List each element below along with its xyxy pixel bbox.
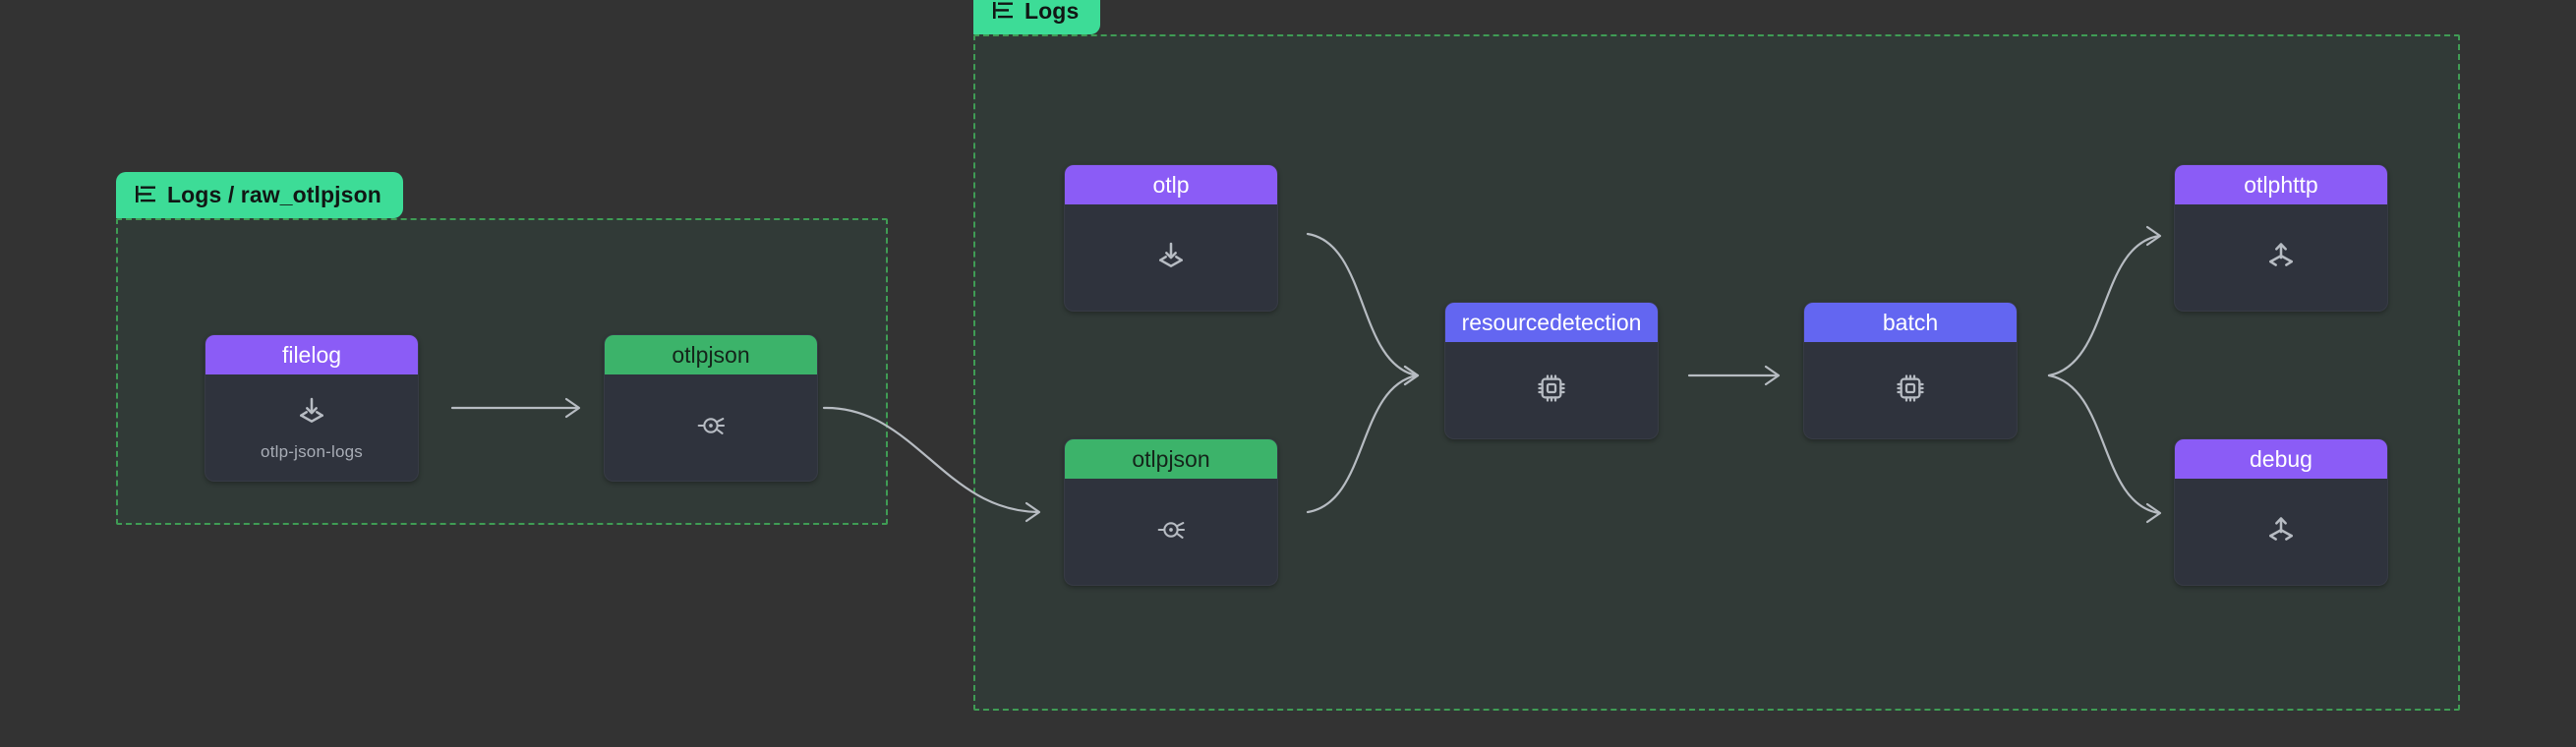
node-title: debug (2250, 445, 2313, 472)
group-badge-logs-raw-otlpjson[interactable]: Logs / raw_otlpjson (116, 172, 403, 218)
node-header: otlp (1065, 165, 1277, 204)
import-arrow-down-icon (296, 395, 327, 431)
node-subtitle: otlp-json-logs (261, 442, 363, 461)
group-badge-label: Logs / raw_otlpjson (167, 182, 381, 207)
logs-icon (136, 184, 155, 206)
node-otlp[interactable]: otlp (1064, 164, 1278, 312)
node-title: otlphttp (2244, 171, 2318, 198)
connector-plug-icon (1155, 514, 1187, 550)
cpu-chip-icon (1895, 373, 1926, 409)
import-arrow-down-icon (1155, 240, 1187, 276)
node-body (605, 374, 817, 481)
node-title: resourcedetection (1461, 309, 1642, 335)
logs-icon (993, 0, 1013, 23)
node-header: debug (2175, 439, 2387, 479)
node-header: otlpjson (1065, 439, 1277, 479)
export-arrow-up-icon (2265, 514, 2297, 550)
connector-plug-icon (695, 410, 727, 446)
node-body (1804, 342, 2017, 438)
node-otlpjson-right[interactable]: otlpjson (1064, 438, 1278, 586)
node-header: otlpjson (605, 335, 817, 374)
node-body (2175, 479, 2387, 585)
node-debug[interactable]: debug (2174, 438, 2388, 586)
node-body (1445, 342, 1658, 438)
export-arrow-up-icon (2265, 240, 2297, 276)
node-resourcedetection[interactable]: resourcedetection (1444, 302, 1659, 439)
node-header: filelog (205, 335, 418, 374)
node-header: otlphttp (2175, 165, 2387, 204)
node-title: otlpjson (672, 341, 750, 368)
node-title: filelog (281, 341, 342, 368)
node-title: batch (1882, 309, 1939, 335)
node-header: batch (1804, 303, 2017, 342)
node-filelog[interactable]: filelog otlp-json-logs (205, 334, 419, 482)
pipeline-group-logs[interactable] (973, 34, 2460, 711)
group-badge-label: Logs (1025, 0, 1080, 24)
node-body (1065, 204, 1277, 311)
node-header: resourcedetection (1445, 303, 1658, 342)
node-title: otlp (1152, 171, 1190, 198)
node-body (2175, 204, 2387, 311)
node-title: otlpjson (1132, 445, 1210, 472)
node-otlphttp[interactable]: otlphttp (2174, 164, 2388, 312)
node-body: otlp-json-logs (205, 374, 418, 481)
group-badge-logs[interactable]: Logs (973, 0, 1101, 34)
cpu-chip-icon (1536, 373, 1567, 409)
node-otlpjson-left[interactable]: otlpjson (604, 334, 818, 482)
node-batch[interactable]: batch (1803, 302, 2018, 439)
node-body (1065, 479, 1277, 585)
